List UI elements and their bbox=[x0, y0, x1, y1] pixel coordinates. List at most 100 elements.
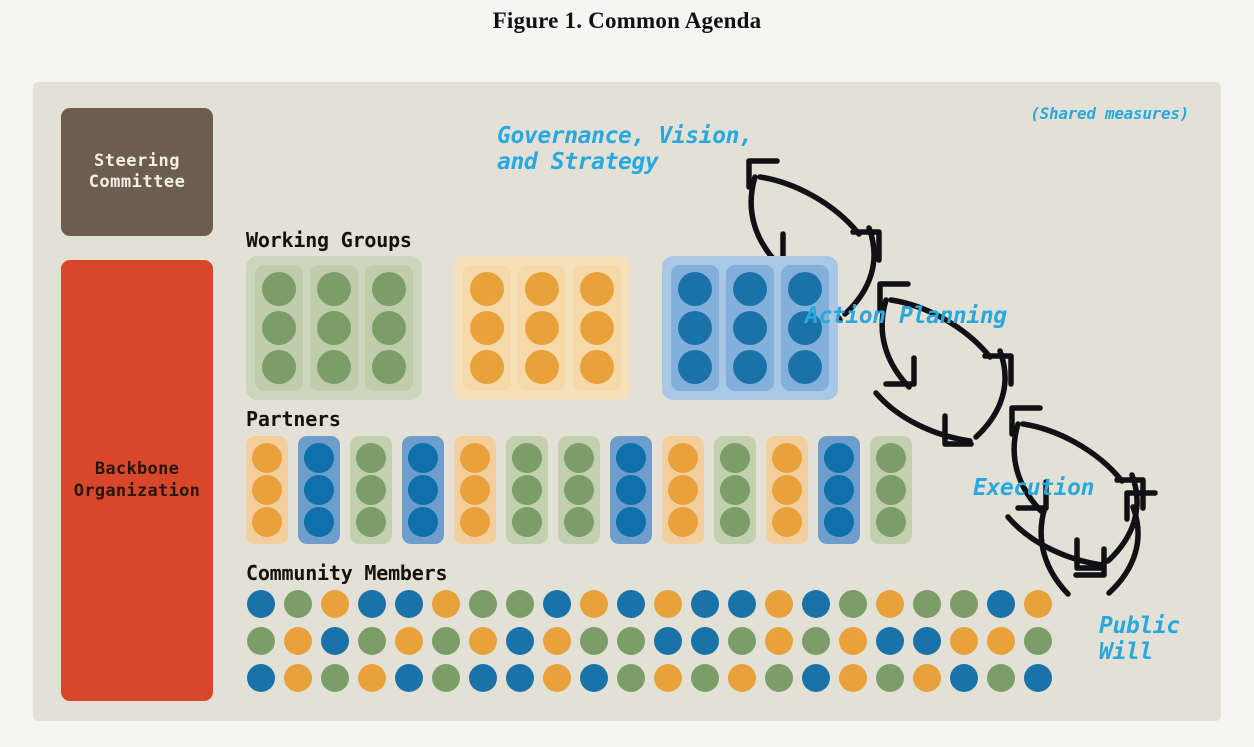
working-group-member-dot bbox=[262, 350, 296, 384]
community-member-dot bbox=[950, 627, 978, 655]
working-group-member-dot bbox=[678, 272, 712, 306]
community-member-dot bbox=[802, 590, 830, 618]
community-member-dot bbox=[765, 664, 793, 692]
working-group-member-dot bbox=[788, 272, 822, 306]
partner-member-dot bbox=[356, 443, 386, 473]
partner-column[interactable] bbox=[298, 436, 340, 544]
working-group[interactable] bbox=[454, 256, 630, 400]
partner-member-dot bbox=[460, 443, 490, 473]
community-member-dot bbox=[728, 664, 756, 692]
community-member-dot bbox=[950, 664, 978, 692]
partner-column[interactable] bbox=[818, 436, 860, 544]
partner-column[interactable] bbox=[350, 436, 392, 544]
community-member-dot bbox=[728, 627, 756, 655]
community-member-dot bbox=[728, 590, 756, 618]
working-group-member-dot bbox=[580, 350, 614, 384]
partner-member-dot bbox=[876, 475, 906, 505]
partner-member-dot bbox=[252, 443, 282, 473]
working-group-member-dot bbox=[372, 350, 406, 384]
working-groups-row bbox=[246, 256, 838, 400]
working-group-member-dot bbox=[262, 272, 296, 306]
partner-member-dot bbox=[512, 443, 542, 473]
community-member-dot bbox=[543, 590, 571, 618]
working-group-member-dot bbox=[580, 272, 614, 306]
working-group-member-dot bbox=[788, 311, 822, 345]
working-group-column bbox=[365, 265, 413, 391]
working-groups-heading: Working Groups bbox=[246, 228, 412, 252]
partner-member-dot bbox=[824, 443, 854, 473]
partner-member-dot bbox=[512, 475, 542, 505]
partner-column[interactable] bbox=[454, 436, 496, 544]
partner-member-dot bbox=[668, 443, 698, 473]
partner-column[interactable] bbox=[610, 436, 652, 544]
community-member-dot bbox=[691, 627, 719, 655]
partner-column[interactable] bbox=[558, 436, 600, 544]
steering-committee-box[interactable]: Steering Committee bbox=[61, 108, 213, 236]
community-member-dot bbox=[580, 664, 608, 692]
working-group-column bbox=[518, 265, 566, 391]
working-group[interactable] bbox=[246, 256, 422, 400]
working-group-column bbox=[781, 265, 829, 391]
community-member-dot bbox=[617, 590, 645, 618]
cycle-label-governance: Governance, Vision, and Strategy bbox=[497, 123, 753, 175]
partner-column[interactable] bbox=[506, 436, 548, 544]
page-title: Figure 1. Common Agenda bbox=[492, 8, 762, 33]
community-member-dot bbox=[247, 590, 275, 618]
working-group-member-dot bbox=[580, 311, 614, 345]
partner-member-dot bbox=[304, 475, 334, 505]
community-member-dot bbox=[802, 627, 830, 655]
partner-column[interactable] bbox=[662, 436, 704, 544]
working-group-member-dot bbox=[733, 272, 767, 306]
partner-member-dot bbox=[824, 507, 854, 537]
partner-member-dot bbox=[408, 443, 438, 473]
partner-column[interactable] bbox=[714, 436, 756, 544]
community-member-dot bbox=[321, 664, 349, 692]
partner-column[interactable] bbox=[246, 436, 288, 544]
cycle-label-execution: Execution bbox=[973, 475, 1095, 501]
community-member-dot bbox=[691, 590, 719, 618]
steering-committee-label: Steering Committee bbox=[88, 150, 186, 192]
community-member-dot bbox=[321, 590, 349, 618]
partner-member-dot bbox=[408, 507, 438, 537]
community-member-dot bbox=[913, 590, 941, 618]
partner-member-dot bbox=[252, 507, 282, 537]
community-member-dot bbox=[617, 627, 645, 655]
community-member-dot bbox=[654, 627, 682, 655]
partner-member-dot bbox=[564, 507, 594, 537]
working-group-member-dot bbox=[262, 311, 296, 345]
community-member-dot bbox=[617, 664, 645, 692]
community-member-dot bbox=[469, 627, 497, 655]
partner-member-dot bbox=[460, 507, 490, 537]
community-member-dot bbox=[358, 590, 386, 618]
partner-column[interactable] bbox=[766, 436, 808, 544]
community-member-dot bbox=[395, 664, 423, 692]
partners-row bbox=[246, 436, 912, 544]
working-group-member-dot bbox=[788, 350, 822, 384]
community-member-dot bbox=[506, 590, 534, 618]
partner-member-dot bbox=[772, 443, 802, 473]
partners-heading: Partners bbox=[246, 407, 341, 431]
partner-column[interactable] bbox=[870, 436, 912, 544]
partner-column[interactable] bbox=[402, 436, 444, 544]
community-member-dot bbox=[839, 664, 867, 692]
community-member-dot bbox=[395, 627, 423, 655]
partner-member-dot bbox=[564, 475, 594, 505]
working-group-column bbox=[310, 265, 358, 391]
working-group-member-dot bbox=[317, 311, 351, 345]
community-member-dot bbox=[469, 664, 497, 692]
working-group[interactable] bbox=[662, 256, 838, 400]
shared-measures-note: (Shared measures) bbox=[1030, 104, 1189, 123]
partner-member-dot bbox=[512, 507, 542, 537]
community-member-dot bbox=[432, 590, 460, 618]
partner-member-dot bbox=[668, 507, 698, 537]
partner-member-dot bbox=[720, 443, 750, 473]
community-member-dot bbox=[950, 590, 978, 618]
backbone-organization-box[interactable]: Backbone Organization bbox=[61, 260, 213, 701]
partner-member-dot bbox=[408, 475, 438, 505]
partner-member-dot bbox=[304, 443, 334, 473]
partner-member-dot bbox=[876, 507, 906, 537]
working-group-member-dot bbox=[372, 311, 406, 345]
community-member-dot bbox=[395, 590, 423, 618]
community-members-row bbox=[247, 627, 1052, 655]
partner-member-dot bbox=[356, 507, 386, 537]
